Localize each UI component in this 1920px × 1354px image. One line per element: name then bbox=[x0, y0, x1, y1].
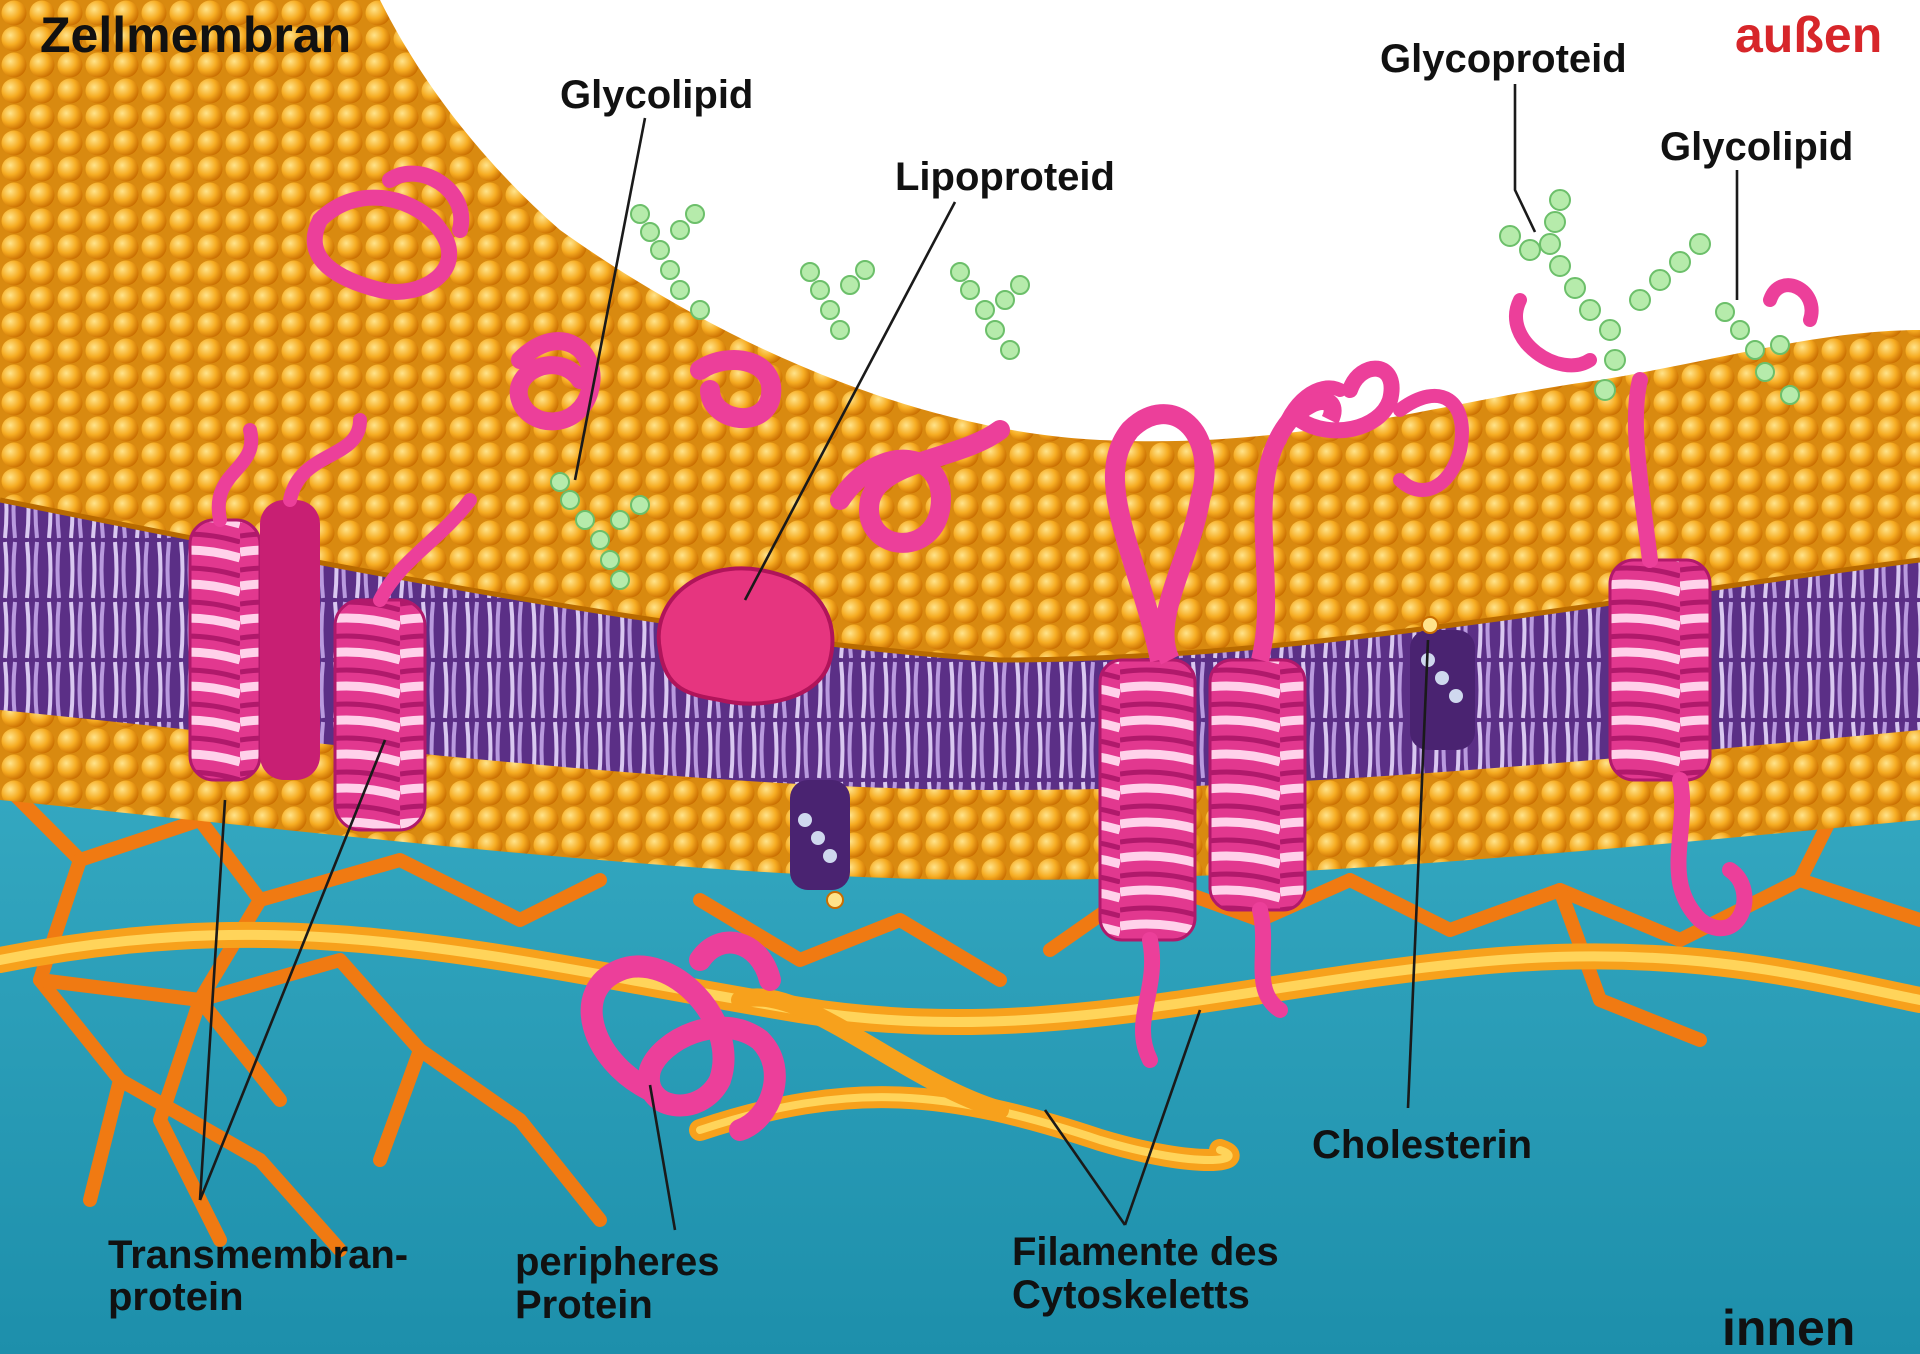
label-transmembran-line2: protein bbox=[108, 1275, 244, 1319]
diagram-title: Zellmembran bbox=[40, 7, 351, 63]
label-lipoproteid: Lipoproteid bbox=[895, 155, 1115, 199]
label-filamente-line2: Cytoskeletts bbox=[1012, 1273, 1250, 1317]
label-peripheres-line2: Protein bbox=[515, 1283, 653, 1327]
label-inside: innen bbox=[1722, 1300, 1855, 1354]
label-filamente-line1: Filamente des bbox=[1012, 1230, 1279, 1274]
lipoproteid-shape bbox=[659, 568, 833, 703]
label-transmembran-line1: Transmembran- bbox=[108, 1233, 408, 1277]
label-cholesterin: Cholesterin bbox=[1312, 1123, 1532, 1167]
label-outside: außen bbox=[1735, 7, 1882, 63]
label-glycolipid-left: Glycolipid bbox=[560, 73, 753, 117]
label-peripheres-line1: peripheres bbox=[515, 1240, 720, 1284]
label-glycoproteid: Glycoproteid bbox=[1380, 37, 1627, 81]
label-glycolipid-right: Glycolipid bbox=[1660, 125, 1853, 169]
